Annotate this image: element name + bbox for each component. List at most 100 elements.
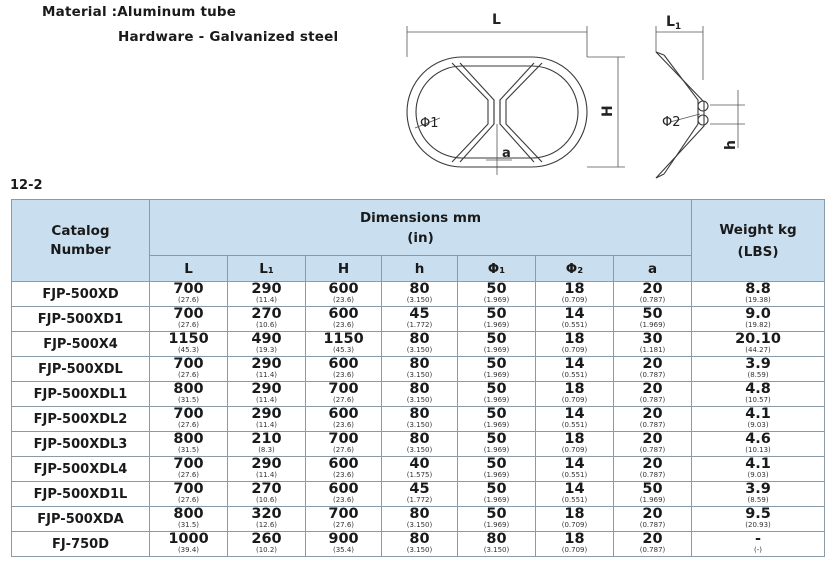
imperial-value: (3.150) [406, 446, 433, 454]
imperial-value: (0.709) [561, 446, 588, 454]
imperial-value: (0.787) [639, 421, 666, 429]
metric-value: 80 [409, 431, 430, 447]
metric-value: 50 [486, 506, 507, 522]
metric-value: 270 [251, 306, 282, 322]
col-L-cell: 800(31.5) [149, 381, 228, 407]
metric-value: 18 [564, 506, 585, 522]
metric-value: 14 [564, 356, 585, 372]
imperial-value: (45.3) [332, 346, 355, 354]
catalog-number: FJP-500XDL4 [11, 456, 150, 482]
col-a-cell: 20(0.787) [612, 356, 693, 382]
metric-value: 290 [251, 281, 282, 297]
col-H-cell: 600(23.6) [305, 356, 382, 382]
imperial-value: (10.57) [745, 396, 771, 404]
metric-value: 900 [328, 531, 359, 547]
col-phi1-cell: 50(1.969) [457, 431, 536, 457]
catalog-number: FJP-500XD1L [11, 481, 150, 507]
imperial-value: (27.6) [177, 496, 200, 504]
imperial-value: (23.6) [332, 421, 355, 429]
imperial-value: (0.709) [561, 546, 588, 554]
technical-drawing: L L1 H Φ1 a Φ2 h [406, 12, 745, 179]
imperial-value: (11.4) [255, 371, 278, 379]
imperial-value: (0.787) [639, 371, 666, 379]
col-L-cell: 700(27.6) [149, 456, 228, 482]
col-phi2-cell: 18(0.709) [535, 381, 614, 407]
col-h-cell: 45(1.772) [381, 481, 458, 507]
imperial-value: (1.772) [406, 321, 433, 329]
imperial-value: (11.4) [255, 421, 278, 429]
metric-value: - [755, 531, 762, 547]
metric-value: 4.6 [745, 431, 771, 447]
side-view-bracket [655, 51, 709, 179]
imperial-value: (3.150) [483, 546, 510, 554]
imperial-value: (23.6) [332, 371, 355, 379]
col-h-cell: 80(3.150) [381, 381, 458, 407]
metric-value: 3.9 [745, 356, 771, 372]
metric-value: 600 [328, 356, 359, 372]
col-L1-cell: 210(8.3) [227, 431, 306, 457]
col-a-cell: 20(0.787) [612, 456, 693, 482]
imperial-value: (1.969) [483, 421, 510, 429]
imperial-value: (3.150) [406, 521, 433, 529]
metric-value: 700 [328, 381, 359, 397]
metric-value: 290 [251, 356, 282, 372]
metric-value: 290 [251, 381, 282, 397]
imperial-value: (1.969) [639, 321, 666, 329]
imperial-value: (19.82) [745, 321, 771, 329]
col-L1-cell: 290(11.4) [227, 381, 306, 407]
col-h-cell: 80(3.150) [381, 531, 458, 557]
col-L-cell: 1000(39.4) [149, 531, 228, 557]
imperial-value: (23.6) [332, 296, 355, 304]
label-phi1: Φ1 [420, 116, 439, 131]
col-h-cell: 80(3.150) [381, 356, 458, 382]
imperial-value: (3.150) [406, 421, 433, 429]
imperial-value: (10.2) [255, 546, 278, 554]
metric-value: 600 [328, 306, 359, 322]
metric-value: 50 [486, 356, 507, 372]
metric-value: 80 [409, 356, 430, 372]
metric-value: 45 [409, 481, 430, 497]
imperial-value: (11.4) [255, 296, 278, 304]
imperial-value: (10.13) [745, 446, 771, 454]
col-phi1-header: Φ₁ [457, 255, 536, 282]
imperial-value: (1.772) [406, 496, 433, 504]
metric-value: 14 [564, 481, 585, 497]
col-a-cell: 50(1.969) [612, 481, 693, 507]
metric-value: 80 [409, 381, 430, 397]
metric-value: 290 [251, 406, 282, 422]
imperial-value: (1.969) [483, 321, 510, 329]
weight-cell: 4.6(10.13) [691, 431, 826, 457]
imperial-value: (27.6) [177, 371, 200, 379]
imperial-value: (23.6) [332, 496, 355, 504]
metric-value: 260 [251, 531, 282, 547]
col-phi2-cell: 14(0.551) [535, 406, 614, 432]
metric-value: 40 [409, 456, 430, 472]
col-phi1-cell: 80(3.150) [457, 531, 536, 557]
imperial-value: (3.150) [406, 546, 433, 554]
col-H-header: H [305, 255, 382, 282]
metric-value: 18 [564, 331, 585, 347]
imperial-value: (31.5) [177, 521, 200, 529]
label-H: H [600, 105, 616, 117]
col-phi1-cell: 50(1.969) [457, 406, 536, 432]
imperial-value: (23.6) [332, 471, 355, 479]
col-a-cell: 30(1.181) [612, 331, 693, 357]
metric-value: 490 [251, 331, 282, 347]
metric-value: 14 [564, 306, 585, 322]
metric-value: 700 [173, 406, 204, 422]
metric-value: 270 [251, 481, 282, 497]
imperial-value: (0.709) [561, 396, 588, 404]
metric-value: 20 [642, 431, 663, 447]
metric-value: 600 [328, 481, 359, 497]
col-h-cell: 40(1.575) [381, 456, 458, 482]
imperial-value: (19.38) [745, 296, 771, 304]
metric-value: 20 [642, 506, 663, 522]
col-L1-cell: 290(11.4) [227, 406, 306, 432]
imperial-value: (27.6) [177, 421, 200, 429]
col-L-header: L [149, 255, 228, 282]
material-note: Material :Aluminum tube [42, 4, 237, 20]
col-phi2-cell: 18(0.709) [535, 431, 614, 457]
